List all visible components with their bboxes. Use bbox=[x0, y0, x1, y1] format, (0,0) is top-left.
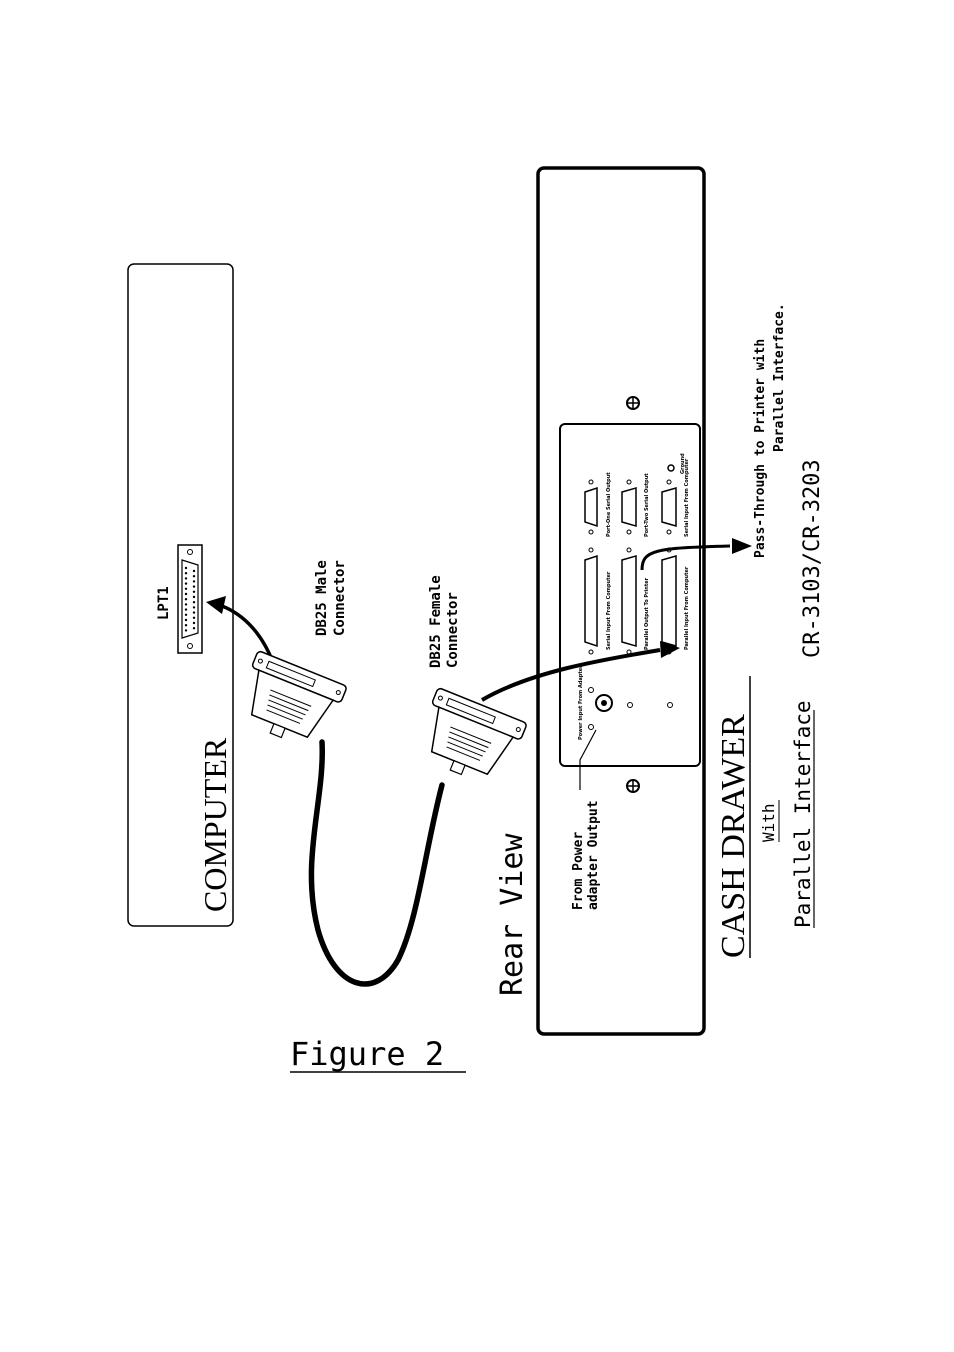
serial-input-db9 bbox=[661, 479, 677, 535]
pin bbox=[184, 582, 188, 585]
parallel-output-db25-port bbox=[621, 547, 637, 655]
lpt1-port bbox=[177, 544, 203, 654]
female-connector-label-2: Connector bbox=[445, 592, 461, 668]
pin bbox=[192, 575, 196, 578]
label-port-two-serial: Port-Two Serial Output bbox=[644, 473, 650, 537]
pin bbox=[192, 590, 196, 593]
pin bbox=[192, 585, 196, 588]
pin bbox=[184, 587, 188, 590]
male-connector-label-2: Connector bbox=[332, 560, 348, 636]
parallel-input-db25-port bbox=[661, 547, 677, 655]
computer-title: COMPUTER bbox=[197, 737, 233, 912]
label-port-one-serial: Port-One Serial Output bbox=[606, 472, 612, 537]
passthrough-label-2: Parallel Interface. bbox=[772, 303, 787, 452]
arrowhead-drawer bbox=[660, 641, 680, 658]
arrowhead-lpt1 bbox=[206, 596, 226, 614]
pin bbox=[184, 618, 188, 622]
passthrough-label-1: Pass-Through to Printer with bbox=[753, 339, 768, 558]
rear-panel bbox=[559, 423, 701, 767]
label-serial-input: Serial Input From Computer bbox=[606, 571, 612, 650]
pin bbox=[184, 608, 188, 611]
lpt1-label: LPT1 bbox=[156, 586, 172, 620]
power-jack bbox=[588, 687, 673, 730]
power-label-2: adapter Output bbox=[586, 800, 601, 910]
label-parallel-input: Parallel Input From Computer bbox=[684, 566, 690, 650]
power-leader bbox=[579, 729, 597, 790]
screw-icon-top bbox=[626, 396, 640, 410]
figure-caption: Figure 2 bbox=[290, 1035, 444, 1073]
pin bbox=[184, 624, 188, 627]
pin bbox=[192, 616, 196, 619]
ground-terminal bbox=[667, 464, 675, 472]
male-to-lpt1-arrow bbox=[221, 604, 274, 661]
model-label: CR-3103/CR-3203 bbox=[800, 459, 825, 658]
pin bbox=[192, 595, 196, 599]
female-to-drawer-arrow bbox=[480, 648, 661, 702]
pin bbox=[192, 606, 196, 609]
port-one-serial-db9 bbox=[584, 479, 598, 535]
pin bbox=[184, 629, 188, 632]
pin bbox=[184, 603, 188, 606]
power-label-1: From Power bbox=[571, 832, 586, 910]
pin bbox=[184, 566, 188, 570]
pin bbox=[184, 613, 188, 616]
passthrough-arrow bbox=[640, 544, 731, 571]
serial-input-db25-port bbox=[584, 547, 598, 655]
pin bbox=[192, 601, 196, 604]
pin bbox=[184, 572, 188, 575]
pin bbox=[192, 569, 196, 573]
with-label: With bbox=[759, 803, 778, 842]
pin bbox=[192, 580, 196, 583]
cash-drawer-title: CASH DRAWER bbox=[715, 714, 752, 958]
male-connector-label-1: DB25 Male bbox=[314, 560, 330, 636]
screw-icon-bottom bbox=[626, 779, 640, 793]
cable bbox=[308, 739, 445, 987]
db25-male-plug bbox=[250, 650, 347, 739]
cash-drawer-box bbox=[536, 166, 706, 1036]
computer-box bbox=[127, 263, 234, 927]
label-parallel-output: Parallel Output To Printer bbox=[644, 577, 650, 650]
db25-female-plug bbox=[430, 687, 527, 776]
port-two-serial-db9 bbox=[621, 479, 637, 535]
pin bbox=[184, 598, 188, 601]
rear-view-label: Rear View bbox=[495, 833, 530, 996]
female-connector-label-1: DB25 Female bbox=[428, 575, 444, 668]
pin bbox=[184, 592, 188, 596]
label-serial-input-2: Serial Input From Computer bbox=[684, 458, 690, 537]
pin bbox=[192, 627, 196, 630]
arrowhead-passthrough bbox=[732, 538, 752, 554]
pin bbox=[184, 577, 188, 580]
pin bbox=[192, 621, 196, 625]
label-ground: Ground bbox=[680, 453, 686, 474]
parallel-interface-label: Parallel Interface bbox=[791, 700, 815, 928]
label-power-input: Power Input From Adapter bbox=[578, 665, 584, 740]
pin bbox=[192, 611, 196, 614]
